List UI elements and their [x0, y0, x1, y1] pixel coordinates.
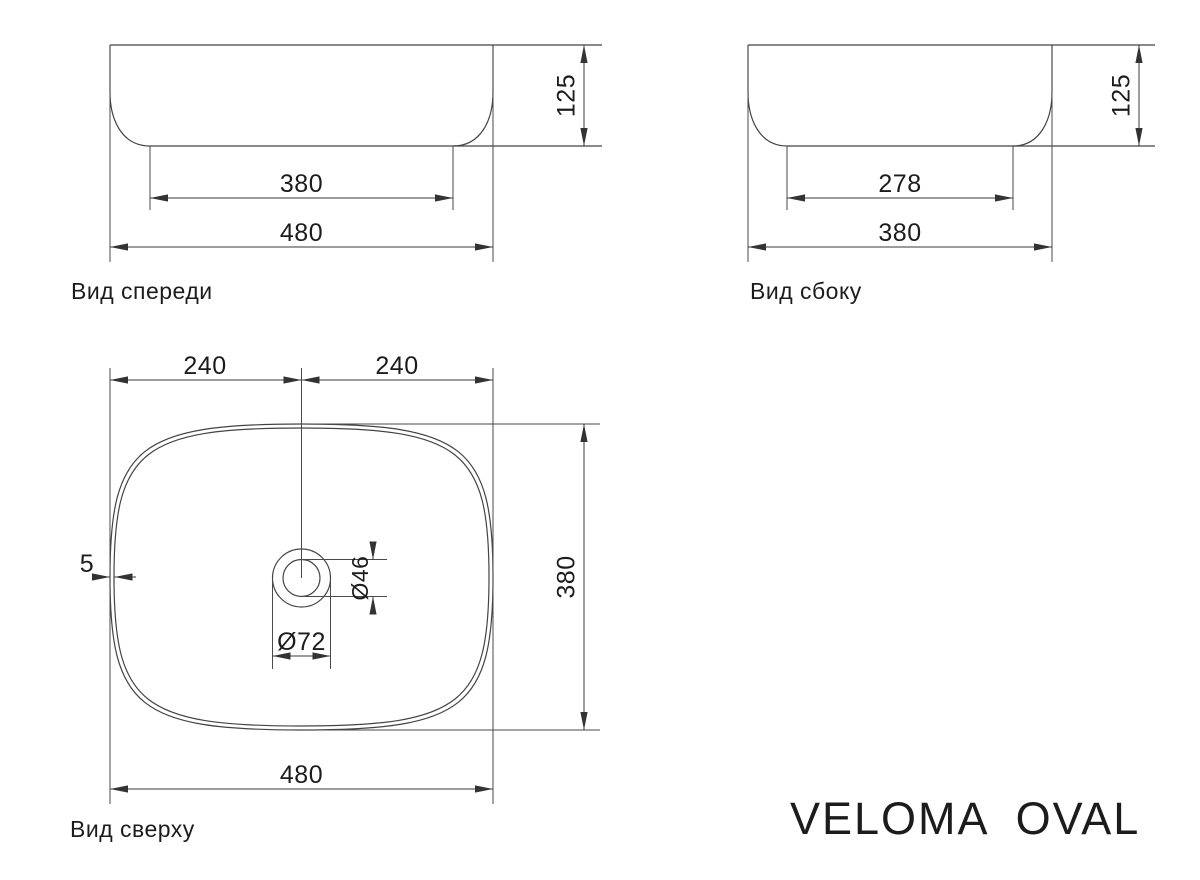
front-dim-top-width-label: 480: [280, 219, 323, 247]
front-dim-bottom-width-label: 380: [280, 170, 323, 198]
top-dim-drain-hole-label: Ø46: [347, 556, 373, 601]
side-dim-bottom-width-label: 278: [878, 170, 921, 198]
product-title: VELOMA OVAL: [790, 793, 1140, 844]
top-view-label: Вид сверху: [70, 816, 195, 842]
top-dim-drain-flange-label: Ø72: [277, 628, 326, 656]
front-view-label: Вид спереди: [71, 278, 213, 304]
side-left-profile: [747, 45, 788, 147]
front-dim-height-label: 125: [553, 74, 581, 117]
top-dim-center-left-label: 240: [183, 352, 226, 380]
top-dim-depth-label: 380: [553, 555, 581, 598]
side-view-label: Вид сбоку: [750, 278, 862, 304]
top-dim-center-right-label: 240: [375, 352, 418, 380]
side-dim-height-label: 125: [1108, 74, 1136, 117]
side-view: 278 380 125 Вид сбоку: [747, 44, 1155, 304]
top-dim-rim-label: 5: [80, 550, 94, 578]
front-view: 380 480 125 Вид спереди: [71, 44, 602, 304]
top-dim-overall-width-label: 480: [280, 761, 323, 789]
top-view: 240 240 380 5 Ø46 Ø72 480 Вид сверху: [70, 352, 600, 842]
side-dim-top-width-label: 380: [878, 219, 921, 247]
top-inner-rim-outline: [113, 427, 490, 727]
front-right-profile: [452, 45, 494, 147]
front-left-profile: [109, 45, 151, 147]
side-right-profile: [1012, 45, 1053, 147]
